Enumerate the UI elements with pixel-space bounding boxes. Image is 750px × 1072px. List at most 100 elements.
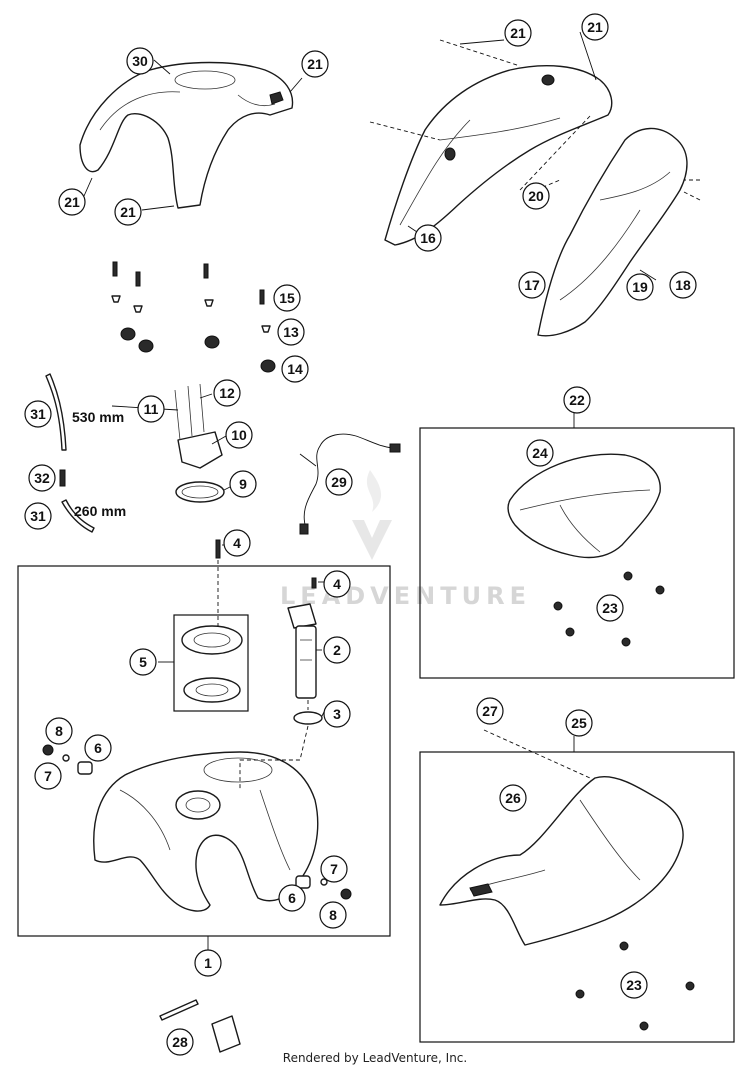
svg-text:13: 13 [283, 324, 299, 340]
svg-text:7: 7 [330, 861, 338, 877]
hose-long-part[interactable] [45, 373, 67, 451]
callout-24[interactable]: 24 [526, 439, 554, 467]
callout-14[interactable]: 14 [281, 355, 309, 383]
left-side-panel-part[interactable] [384, 65, 613, 246]
right-side-panel-part[interactable] [537, 127, 688, 337]
footer-credit: Rendered by LeadVenture, Inc. [282, 1051, 468, 1065]
svg-text:31: 31 [30, 406, 46, 422]
sender-o-ring-part[interactable] [293, 711, 323, 725]
callout-7-right[interactable]: 7 [320, 855, 348, 883]
svg-text:19: 19 [632, 279, 648, 295]
callout-28[interactable]: 28 [166, 1028, 194, 1056]
callout-6-right[interactable]: 6 [278, 884, 306, 912]
watermark-logo [352, 470, 392, 560]
svg-text:6: 6 [288, 890, 296, 906]
svg-text:30: 30 [132, 53, 148, 69]
callout-19[interactable]: 19 [626, 273, 654, 301]
callout-21-cover-top[interactable]: 21 [301, 50, 329, 78]
svg-text:21: 21 [307, 56, 323, 72]
callout-7-left[interactable]: 7 [34, 762, 62, 790]
pump-flange-part[interactable] [174, 383, 223, 469]
callout-20[interactable]: 20 [522, 182, 550, 210]
svg-text:26: 26 [505, 790, 521, 806]
svg-text:9: 9 [239, 476, 247, 492]
fuel-tank-part[interactable] [93, 751, 319, 912]
grommet-set-left[interactable] [42, 744, 93, 775]
adhesive-pad-part[interactable] [211, 1015, 241, 1053]
callout-31-short[interactable]: 31 [24, 502, 52, 530]
callout-11[interactable]: 11 [137, 395, 165, 423]
callout-29[interactable]: 29 [325, 468, 353, 496]
tank-seal-ring-part[interactable] [175, 481, 225, 503]
callout-31-long[interactable]: 31 [24, 400, 52, 428]
hose-connector-part[interactable] [59, 469, 66, 487]
svg-text:15: 15 [279, 290, 295, 306]
svg-text:4: 4 [233, 535, 241, 551]
callout-23-rear[interactable]: 23 [596, 594, 624, 622]
callout-6-left[interactable]: 6 [84, 734, 112, 762]
svg-text:8: 8 [329, 907, 337, 923]
watermark-text: LEADVENTURE [280, 582, 531, 610]
callout-12[interactable]: 12 [213, 379, 241, 407]
callout-26[interactable]: 26 [499, 784, 527, 812]
rear-seat-group-frame [419, 427, 735, 679]
svg-text:21: 21 [510, 25, 526, 41]
callout-4-top[interactable]: 4 [223, 529, 251, 557]
callout-22[interactable]: 22 [563, 386, 591, 414]
callout-2[interactable]: 2 [323, 636, 351, 664]
callout-21-panel-a[interactable]: 21 [504, 19, 532, 47]
callout-8-right[interactable]: 8 [319, 901, 347, 929]
svg-text:22: 22 [569, 392, 585, 408]
front-seat-part[interactable] [439, 776, 684, 946]
callout-23-front[interactable]: 23 [620, 971, 648, 999]
grommet-set-right[interactable] [295, 875, 352, 900]
svg-text:21: 21 [64, 194, 80, 210]
callout-8-left[interactable]: 8 [45, 717, 73, 745]
callout-16[interactable]: 16 [414, 224, 442, 252]
callout-5[interactable]: 5 [129, 648, 157, 676]
callout-32[interactable]: 32 [28, 464, 56, 492]
callout-30[interactable]: 30 [126, 47, 154, 75]
callout-13[interactable]: 13 [277, 318, 305, 346]
seat-rubber-buffers [553, 571, 695, 1031]
callout-18[interactable]: 18 [669, 271, 697, 299]
svg-text:17: 17 [524, 277, 540, 293]
hose-short-part[interactable] [61, 499, 95, 533]
callout-21-panel-b[interactable]: 21 [581, 13, 609, 41]
hose-short-length: 260 mm [74, 503, 126, 519]
svg-text:11: 11 [144, 401, 159, 417]
tank-cover-part[interactable] [79, 61, 294, 209]
rear-seat-part[interactable] [507, 453, 661, 559]
svg-text:28: 28 [172, 1034, 188, 1050]
bolt-part [215, 539, 221, 559]
svg-text:6: 6 [94, 740, 102, 756]
fuel-sender-part[interactable] [287, 603, 317, 699]
callout-3[interactable]: 3 [323, 700, 351, 728]
svg-text:12: 12 [219, 385, 235, 401]
callout-21-cover-bottom[interactable]: 21 [114, 198, 142, 226]
callout-4-inner[interactable]: 4 [323, 570, 351, 598]
svg-text:3: 3 [333, 706, 341, 722]
svg-text:4: 4 [333, 576, 341, 592]
callout-21-cover-left[interactable]: 21 [58, 188, 86, 216]
callout-17[interactable]: 17 [518, 271, 546, 299]
callout-9[interactable]: 9 [229, 470, 257, 498]
callout-1[interactable]: 1 [194, 949, 222, 977]
callout-27[interactable]: 27 [476, 697, 504, 725]
pump-module-part[interactable] [181, 625, 243, 703]
wiring-harness-part[interactable] [303, 433, 393, 529]
svg-text:21: 21 [587, 19, 603, 35]
svg-text:32: 32 [34, 470, 50, 486]
svg-text:1: 1 [204, 955, 212, 971]
callout-15[interactable]: 15 [273, 284, 301, 312]
svg-text:8: 8 [55, 723, 63, 739]
svg-text:10: 10 [231, 427, 247, 443]
svg-text:7: 7 [44, 768, 52, 784]
strap-part[interactable] [159, 999, 199, 1021]
callout-25[interactable]: 25 [565, 709, 593, 737]
svg-text:2: 2 [333, 642, 341, 658]
fastener-cluster [111, 261, 276, 373]
svg-text:29: 29 [331, 474, 347, 490]
callout-10[interactable]: 10 [225, 421, 253, 449]
